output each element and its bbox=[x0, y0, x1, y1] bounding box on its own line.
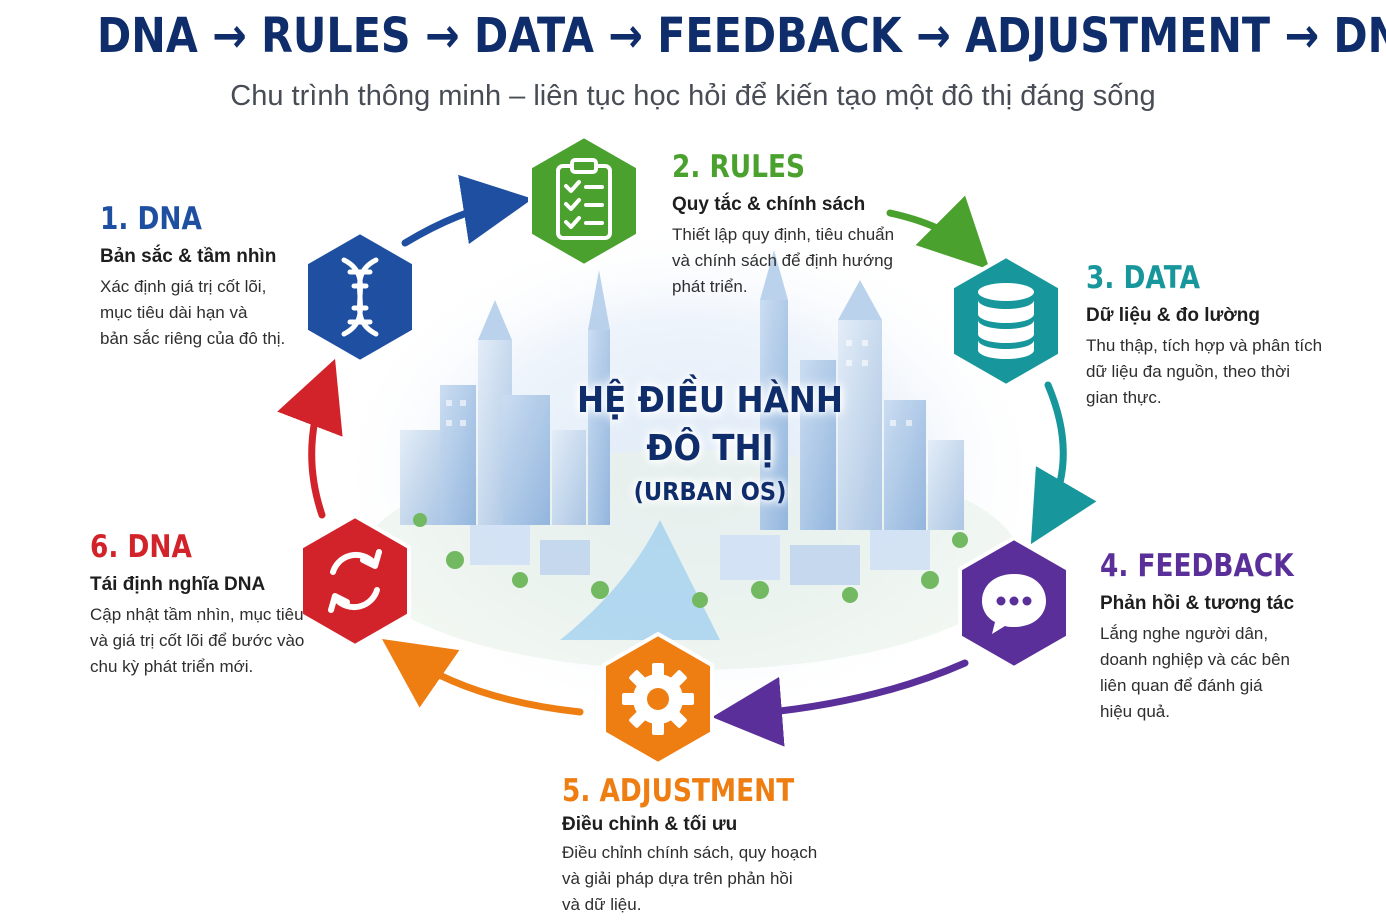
center-line-3: (URBAN OS) bbox=[633, 477, 787, 506]
step-description: Thiết lập quy định, tiêu chuẩn và chính … bbox=[672, 225, 895, 296]
step-5-adjustment: 5. ADJUSTMENT Điều chỉnh & tối ưu Điều c… bbox=[562, 772, 842, 918]
step-title: 5. ADJUSTMENT bbox=[562, 773, 795, 809]
gear-icon bbox=[622, 663, 694, 735]
step-description: Lắng nghe người dân, doanh nghiệp và các… bbox=[1100, 624, 1290, 721]
chat-bubble-icon bbox=[982, 574, 1046, 634]
step-description: Thu thập, tích hợp và phân tích dữ liệu … bbox=[1086, 336, 1323, 407]
city-illustration bbox=[360, 250, 1020, 670]
arrow-adjustment-to-redna bbox=[381, 639, 584, 716]
step-description: Cập nhật tầm nhìn, mục tiêu và giá trị c… bbox=[90, 605, 305, 676]
arrow-feedback-to-adjustment bbox=[712, 659, 969, 747]
center-label: HỆ ĐIỀU HÀNH ĐÔ THỊ (URBAN OS) bbox=[560, 378, 860, 510]
arrow-dna-to-rules bbox=[401, 174, 533, 247]
refresh-cycle-icon bbox=[328, 549, 382, 613]
arrow-rules-to-data bbox=[886, 195, 990, 270]
center-line-1: HỆ ĐIỀU HÀNH bbox=[577, 380, 843, 421]
step-title: 2. RULES bbox=[672, 149, 805, 185]
page-title: DNA → RULES → DATA → FEEDBACK → ADJUSTME… bbox=[97, 8, 1386, 64]
arrow-redna-to-dna bbox=[277, 358, 343, 519]
step-1-dna: 1. DNA Bản sắc & tầm nhìn Xác định giá t… bbox=[100, 200, 300, 352]
step-4-feedback: 4. FEEDBACK Phản hồi & tương tác Lắng ng… bbox=[1100, 547, 1340, 725]
dna-icon bbox=[341, 257, 379, 337]
step-subtitle: Phản hồi & tương tác bbox=[1100, 593, 1295, 614]
arrow-data-to-feedback bbox=[1030, 381, 1097, 545]
step-description: Điều chỉnh chính sách, quy hoạch và giải… bbox=[562, 843, 818, 914]
step-subtitle: Tái định nghĩa DNA bbox=[90, 574, 266, 595]
step-title: 1. DNA bbox=[100, 201, 202, 237]
dna-hexagon bbox=[304, 230, 416, 364]
feedback-hexagon bbox=[958, 536, 1070, 670]
page-subtitle: Chu trình thông minh – liên tục học hỏi … bbox=[230, 80, 1156, 112]
step-title: 3. DATA bbox=[1086, 260, 1201, 296]
step-6-redefine-dna: 6. DNA Tái định nghĩa DNA Cập nhật tầm n… bbox=[90, 528, 310, 680]
step-title: 4. FEEDBACK bbox=[1100, 548, 1294, 584]
database-icon bbox=[978, 283, 1034, 359]
step-3-data: 3. DATA Dữ liệu & đo lường Thu thập, tíc… bbox=[1086, 259, 1346, 411]
step-description: Xác định giá trị cốt lõi, mục tiêu dài h… bbox=[100, 277, 286, 348]
rules-hexagon bbox=[528, 134, 640, 268]
adjustment-hexagon bbox=[602, 632, 714, 766]
data-hexagon bbox=[950, 254, 1062, 388]
step-subtitle: Điều chỉnh & tối ưu bbox=[562, 814, 738, 835]
step-subtitle: Bản sắc & tầm nhìn bbox=[100, 246, 277, 267]
center-line-2: ĐÔ THỊ bbox=[646, 428, 774, 469]
redefine-dna-hexagon bbox=[299, 514, 411, 648]
step-2-rules: 2. RULES Quy tắc & chính sách Thiết lập … bbox=[672, 148, 932, 300]
step-title: 6. DNA bbox=[90, 529, 192, 565]
clipboard-checklist-icon bbox=[556, 158, 612, 240]
step-subtitle: Quy tắc & chính sách bbox=[672, 194, 866, 215]
step-subtitle: Dữ liệu & đo lường bbox=[1086, 305, 1261, 326]
